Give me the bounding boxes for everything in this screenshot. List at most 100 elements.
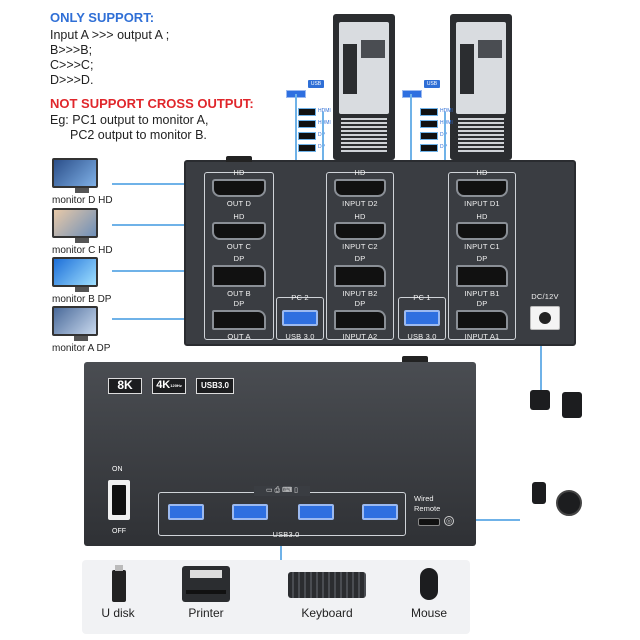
input-b1-label: INPUT B1 [464, 289, 500, 298]
out-d-label: OUT D [226, 199, 252, 208]
out-b-port[interactable] [212, 265, 266, 287]
out-d-type: HD [233, 168, 245, 177]
out-d-port[interactable] [212, 179, 266, 197]
switch-off-label: OFF [112, 528, 126, 535]
badge-8k: 8K [108, 378, 142, 394]
monitor-b-screen [52, 257, 98, 287]
badge-4k-text: 4K [156, 379, 171, 391]
peripherals-row: U disk Printer Keyboard Mouse [82, 560, 470, 634]
pc-tower-1 [450, 14, 512, 160]
pc2-hdmi-label-1: HDMI [318, 108, 331, 114]
dc-label: DC/12V [531, 292, 559, 301]
out-a-label: OUT A [227, 332, 251, 341]
input-c1-type: HD [476, 212, 488, 221]
monitor-b: monitor B DP [52, 257, 111, 305]
input-d2-label: INPUT D2 [342, 199, 378, 208]
input-d1-port[interactable] [456, 179, 508, 197]
wired-remote-puck [556, 490, 582, 516]
input-a2-port[interactable] [334, 310, 386, 330]
out-a-type: DP [233, 299, 245, 308]
input-a1-port[interactable] [456, 310, 508, 330]
usb-pc1-port[interactable] [404, 310, 440, 326]
power-adapter-plug [530, 390, 550, 410]
monitor-c-screen [52, 208, 98, 238]
usb-pc2-port[interactable] [282, 310, 318, 326]
input-c2-label: INPUT C2 [342, 242, 378, 251]
input-a1-label: INPUT A1 [464, 332, 500, 341]
usb-pc2-group [276, 297, 324, 340]
support-lines: Input A >>> output A ; B>>>B; C>>>C; D>>… [50, 28, 169, 88]
mouse-icon [420, 568, 438, 600]
remote-switch-icon: ◎ [444, 516, 454, 526]
support-line-4: D>>>D. [50, 73, 94, 87]
badge-usb30: USB3.0 [196, 378, 234, 394]
pc1-hdmi-port-2 [420, 120, 438, 128]
not-support-line-2: PC2 output to monitor B. [70, 128, 207, 142]
kvm-back-panel: HD OUT D HD OUT C DP OUT B DP OUT A HD I… [184, 156, 576, 346]
wired-remote-label: Wired Remote [414, 494, 441, 513]
input2-group [326, 172, 394, 340]
input-d1-type: HD [476, 168, 488, 177]
input-a2-label: INPUT A2 [342, 332, 378, 341]
monitor-d: monitor D HD [52, 158, 113, 206]
front-usb-port-1[interactable] [168, 504, 204, 520]
input1-group [448, 172, 516, 340]
pc2-dp-port-1 [298, 132, 316, 140]
input-d2-port[interactable] [334, 179, 386, 197]
pc1-dp-label-1: DP [440, 132, 447, 138]
monitor-b-label: monitor B DP [52, 294, 112, 305]
input-b1-type: DP [476, 254, 488, 263]
not-support-lines: Eg: PC1 output to monitor A, PC2 output … [50, 113, 208, 143]
out-b-type: DP [233, 254, 245, 263]
monitor-c: monitor C HD [52, 208, 113, 256]
pc1-dp-label-2: DP [440, 144, 447, 150]
printer-label: Printer [188, 606, 224, 620]
support-line-3: C>>>C; [50, 58, 94, 72]
pc1-label: PC 1 [413, 293, 431, 302]
not-support-title: NOT SUPPORT CROSS OUTPUT: [50, 96, 254, 111]
monitor-c-label: monitor C HD [52, 245, 113, 256]
input-d1-label: INPUT D1 [464, 199, 500, 208]
input-a2-type: DP [354, 299, 366, 308]
pc-tower-2 [333, 14, 395, 160]
monitor-d-screen [52, 158, 98, 188]
pc2-usb-tag: USB [308, 80, 324, 88]
cable-monitor-b [112, 270, 184, 272]
support-line-2: B>>>B; [50, 43, 93, 57]
pc2-dp-label-2: DP [318, 144, 325, 150]
out-a-port[interactable] [212, 310, 266, 330]
pc2-label: PC 2 [291, 293, 309, 302]
cable-monitor-a [112, 318, 184, 320]
printer-icon [182, 566, 230, 602]
input-c1-port[interactable] [456, 222, 508, 240]
front-usb-port-2[interactable] [232, 504, 268, 520]
u-disk-icon [112, 565, 126, 602]
pc2-hdmi-port-1 [298, 108, 316, 116]
front-usb-port-3[interactable] [298, 504, 334, 520]
cable-monitor-d [112, 183, 184, 185]
pc1-usb-port [402, 90, 422, 98]
usb-pc1-label: USB 3.0 [407, 332, 437, 341]
pc1-hdmi-port-1 [420, 108, 438, 116]
pc1-hdmi-label-1: HDMI [440, 108, 453, 114]
front-usb-port-4[interactable] [362, 504, 398, 520]
out-c-port[interactable] [212, 222, 266, 240]
monitor-d-label: monitor D HD [52, 195, 113, 206]
power-switch[interactable] [108, 480, 130, 520]
input-a1-type: DP [476, 299, 488, 308]
input-c2-port[interactable] [334, 222, 386, 240]
kvm-front-panel: 8K 4K120Hz USB3.0 ON OFF ▭ ⎙ ⌨ ▯ USB3.0 … [84, 356, 476, 546]
wired-remote-port[interactable] [418, 518, 440, 526]
input-b1-port[interactable] [456, 265, 508, 287]
usb-pc2-label: USB 3.0 [285, 332, 315, 341]
pc2-dp-port-2 [298, 144, 316, 152]
cable-dc [540, 346, 542, 390]
usb-pc1-group [398, 297, 446, 340]
input-b2-port[interactable] [334, 265, 386, 287]
input-b2-type: DP [354, 254, 366, 263]
monitor-a-screen [52, 306, 98, 336]
dc-port[interactable] [530, 306, 560, 330]
pc2-dp-label-1: DP [318, 132, 325, 138]
pc1-usb-tag: USB [424, 80, 440, 88]
badge-4k: 4K120Hz [152, 378, 186, 394]
